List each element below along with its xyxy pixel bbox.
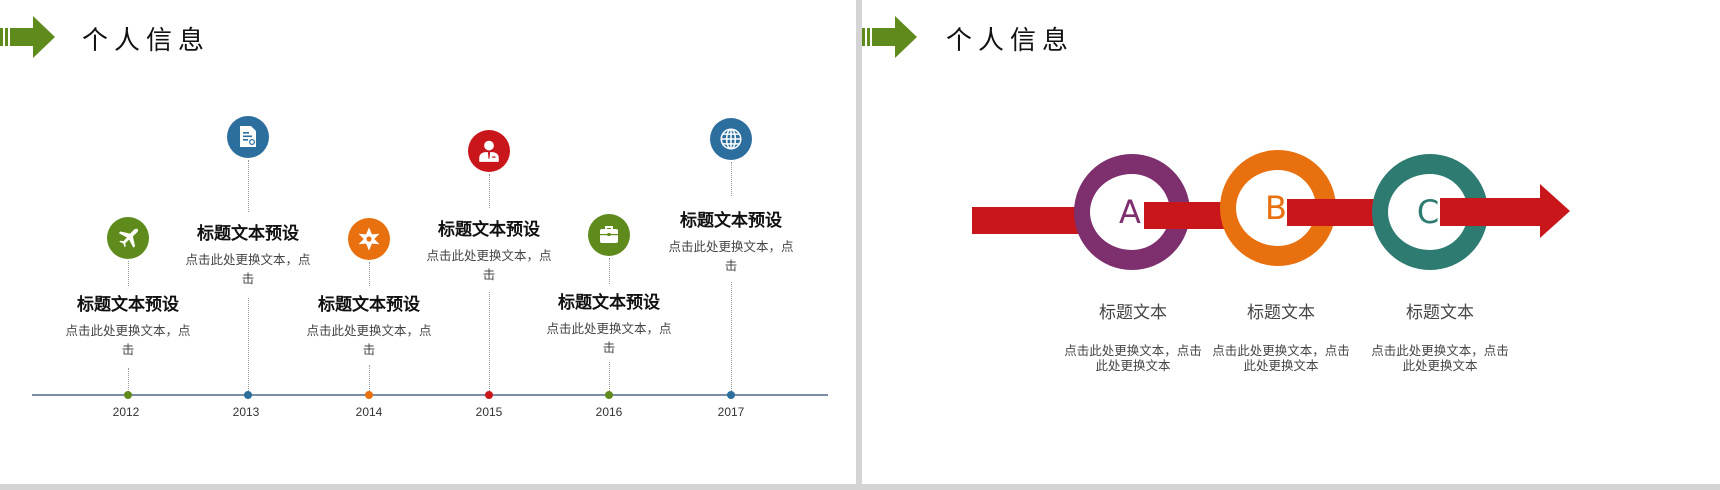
timeline-dot xyxy=(485,391,493,399)
step-desc: 点击此处更换文本，点击此处更换文本 xyxy=(1371,343,1509,373)
green-arrow-icon xyxy=(862,16,917,58)
slide-timeline[interactable]: 个人信息 标题文本预设 点击此处更换文本，点击 2012 标题文本预设 点击此处… xyxy=(0,0,856,484)
year-label: 2012 xyxy=(112,405,140,419)
item-desc: 点击此处更换文本，点击 xyxy=(546,321,672,355)
item-desc: 点击此处更换文本，点击 xyxy=(65,323,191,357)
timeline-dot xyxy=(365,391,373,399)
year-label: 2017 xyxy=(717,405,745,419)
item-title: 标题文本预设 xyxy=(77,295,179,315)
timeline-dot xyxy=(605,391,613,399)
connector-line xyxy=(369,262,370,286)
connector-line xyxy=(489,292,490,391)
item-title: 标题文本预设 xyxy=(680,211,782,231)
briefcase-icon xyxy=(588,214,630,256)
item-title: 标题文本预设 xyxy=(197,224,299,244)
year-label: 2014 xyxy=(355,405,383,419)
step-desc: 点击此处更换文本，点击此处更换文本 xyxy=(1064,343,1202,373)
connector-line xyxy=(731,282,732,391)
page-title: 个人信息 xyxy=(946,26,1075,56)
arrow-segment xyxy=(1287,199,1383,226)
arrow-head-icon xyxy=(1440,184,1570,238)
connector-line xyxy=(731,162,732,196)
star-badge-icon xyxy=(348,218,390,260)
step-title: 标题文本 xyxy=(1099,303,1167,323)
connector-line xyxy=(128,368,129,392)
connector-line xyxy=(489,174,490,208)
item-desc: 点击此处更换文本，点击 xyxy=(306,323,432,357)
globe-icon xyxy=(710,118,752,160)
arrow-segment xyxy=(972,207,1082,234)
item-desc: 点击此处更换文本，点击 xyxy=(668,239,794,273)
step-desc: 点击此处更换文本，点击此处更换文本 xyxy=(1212,343,1350,373)
timeline-dot xyxy=(244,391,252,399)
certificate-icon xyxy=(227,116,269,158)
connector-line xyxy=(248,298,249,391)
connector-line xyxy=(248,160,249,212)
timeline-axis xyxy=(32,394,828,396)
step-title: 标题文本 xyxy=(1406,303,1474,323)
timeline-dot xyxy=(124,391,132,399)
connector-line xyxy=(609,258,610,284)
item-title: 标题文本预设 xyxy=(318,295,420,315)
timeline-dot xyxy=(727,391,735,399)
businessman-icon xyxy=(468,130,510,172)
slide-process[interactable]: 个人信息 A 标题文本 点击此处更换文本，点击此处更换文本 B 标题文本 点击此… xyxy=(862,0,1720,484)
item-desc: 点击此处更换文本，点击 xyxy=(185,252,311,286)
connector-line xyxy=(609,362,610,391)
year-label: 2016 xyxy=(595,405,623,419)
airplane-icon xyxy=(107,217,149,259)
connector-line xyxy=(369,365,370,391)
step-title: 标题文本 xyxy=(1247,303,1315,323)
page-title: 个人信息 xyxy=(82,26,211,56)
item-desc: 点击此处更换文本，点击 xyxy=(426,248,552,282)
year-label: 2015 xyxy=(475,405,503,419)
year-label: 2013 xyxy=(232,405,260,419)
green-arrow-icon xyxy=(0,16,55,58)
item-title: 标题文本预设 xyxy=(558,293,660,313)
item-title: 标题文本预设 xyxy=(438,220,540,240)
connector-line xyxy=(128,261,129,286)
